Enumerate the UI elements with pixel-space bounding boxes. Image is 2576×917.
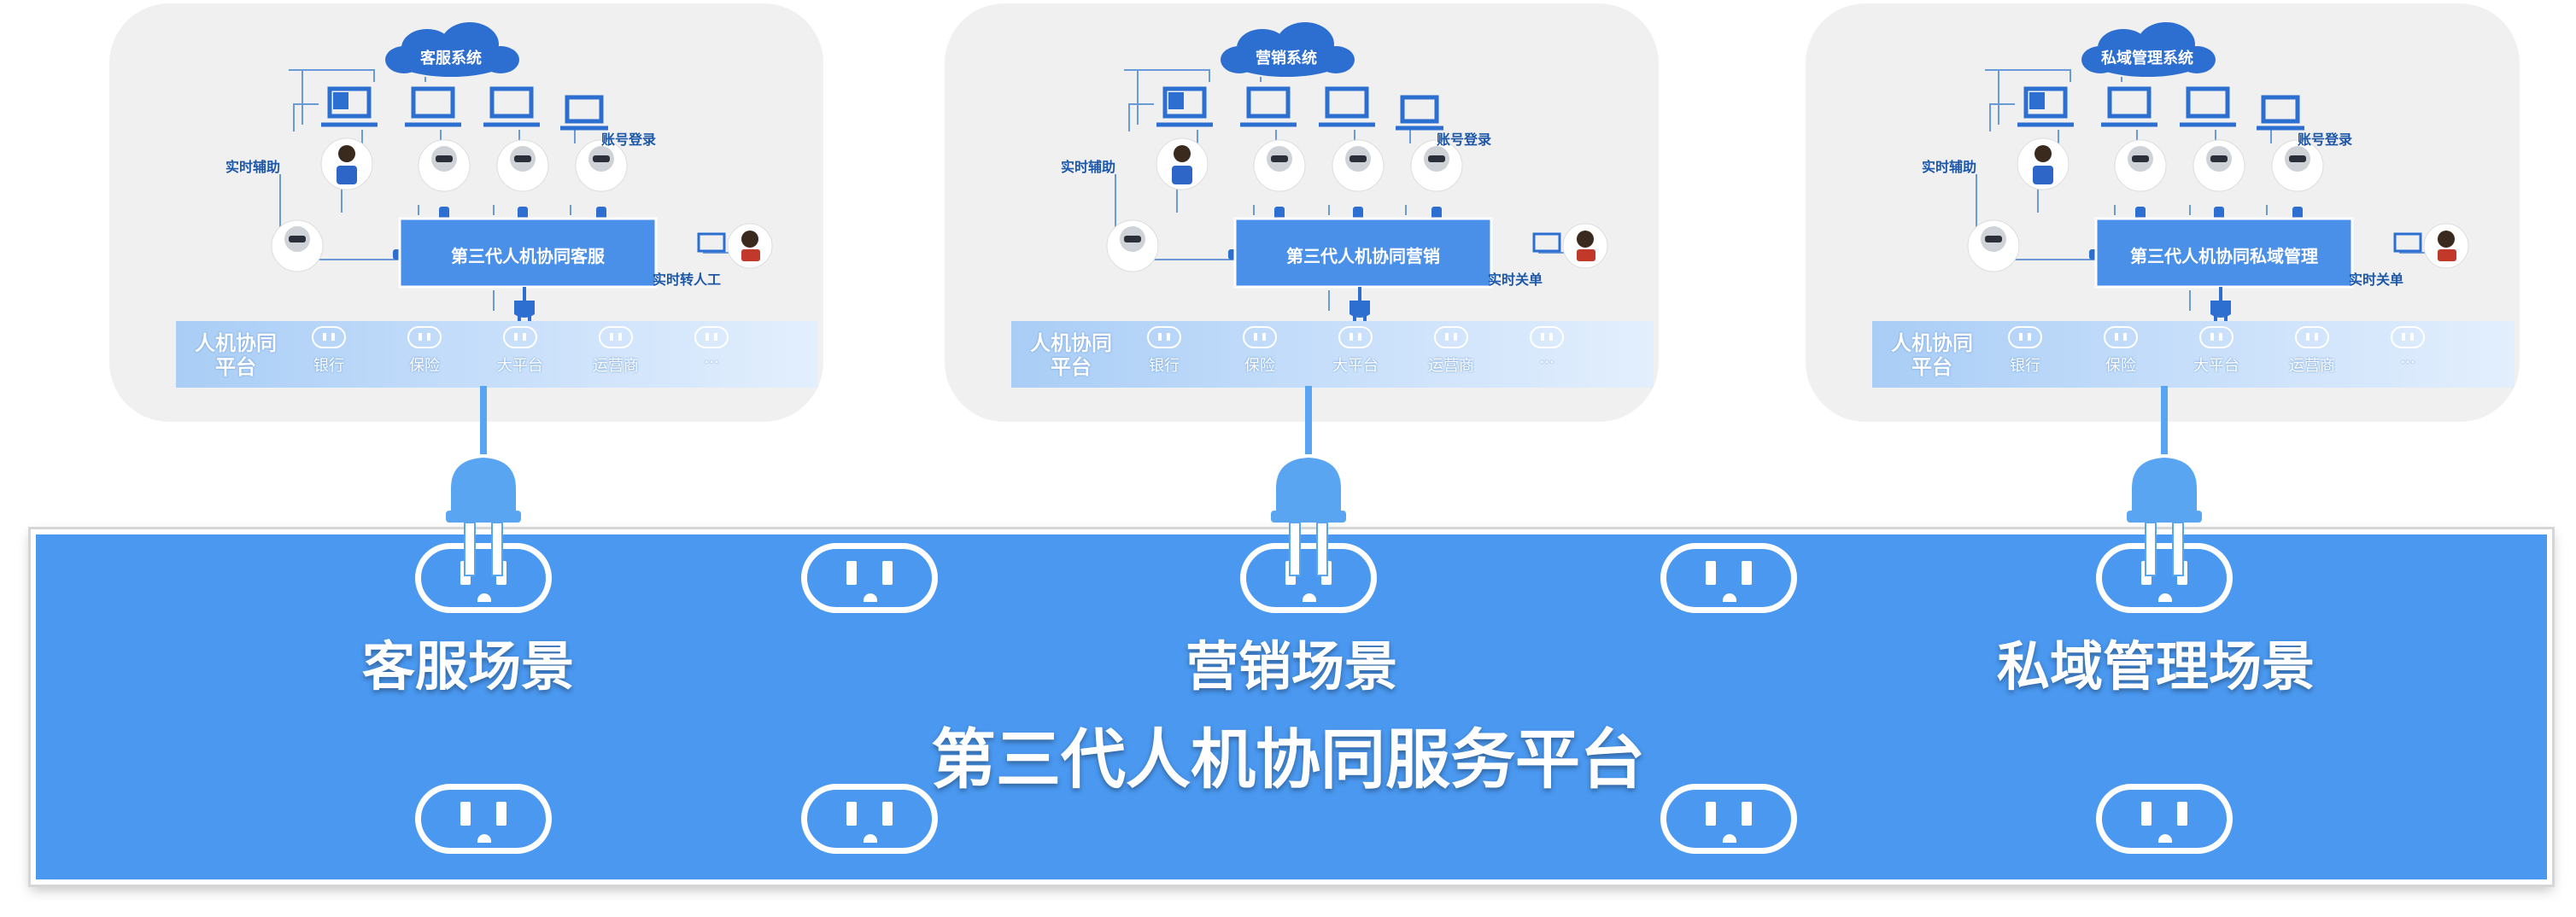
industry-item: 保险 (1244, 357, 1275, 375)
mini-socket-icon (1434, 326, 1468, 348)
plug-icon (1271, 386, 1346, 576)
socket-icon (2096, 784, 2233, 854)
mini-socket-icon (1530, 326, 1564, 348)
login-label: 账号登录 (2298, 131, 2353, 148)
plug-icon (514, 287, 535, 323)
industry-item: ··· (1539, 353, 1554, 371)
plug-icon (2210, 287, 2231, 323)
mini-socket-icon (2295, 326, 2329, 348)
mini-socket-icon (1338, 326, 1373, 348)
human-operator-icon (1532, 223, 1608, 269)
collaboration-box (398, 217, 658, 289)
platform-title: 第三代人机协同服务平台 (931, 721, 1645, 797)
login-label: 账号登录 (601, 131, 657, 148)
industry-item: 运营商 (593, 357, 639, 375)
cloud-icon (385, 22, 519, 77)
socket-icon (801, 543, 938, 613)
industry-item: 运营商 (1428, 357, 1474, 375)
transfer-label: 实时转人工 (653, 272, 722, 288)
workflow-diagram (1106, 22, 1608, 323)
industry-item: 运营商 (2289, 357, 2335, 375)
login-label: 账号登录 (1437, 131, 1492, 148)
industry-strip: 人机协同平台 银行 保险 大平台 运营商 ··· (1872, 321, 2515, 388)
assist-label: 实时辅助 (1922, 159, 1977, 175)
socket-icon (1660, 543, 1797, 613)
scene-label: 营销场景 (1185, 635, 1397, 698)
laptop-icon (321, 86, 608, 131)
cloud-icon (1221, 22, 1355, 77)
mini-socket-icon (1147, 326, 1181, 348)
workflow-diagram (1967, 22, 2469, 323)
mini-socket-icon (2391, 326, 2425, 348)
robot-icon (1967, 139, 2324, 272)
transfer-label: 实时关单 (2349, 272, 2404, 288)
mini-socket-icon (407, 326, 442, 348)
box-label: 第三代人机协同营销 (1286, 246, 1440, 266)
transfer-label: 实时关单 (1488, 272, 1543, 288)
collaboration-box (1233, 217, 1493, 289)
socket-icon (801, 784, 938, 854)
industry-item: 大平台 (497, 357, 543, 375)
box-label: 第三代人机协同客服 (451, 246, 605, 266)
industry-item: 大平台 (1332, 357, 1379, 375)
workflow-diagram (271, 22, 773, 323)
mini-socket-icon (1243, 326, 1277, 348)
scenario-panel-3: 私域管理系统 实时辅助 账号登录 第三代人机协同私域管理 实时关单 人机协同平台… (1806, 3, 2520, 422)
industry-item: 保险 (409, 357, 440, 375)
mini-socket-icon (312, 326, 346, 348)
industry-item: 保险 (2105, 357, 2136, 375)
socket-icon (415, 784, 552, 854)
cloud-icon (2081, 22, 2216, 77)
agent-avatar-icon (320, 137, 373, 190)
robot-icon (1106, 139, 1463, 272)
robot-icon (271, 139, 628, 272)
mini-socket-icon (2008, 326, 2042, 348)
socket-icon (1660, 784, 1797, 854)
mini-socket-icon (599, 326, 633, 348)
plug-icon (1349, 287, 1370, 323)
strip-title: 人机协同平台 (1030, 331, 1112, 379)
plug-icon (446, 386, 521, 576)
mini-socket-icon (2104, 326, 2138, 348)
scenario-panel-2: 营销系统 实时辅助 账号登录 第三代人机协同营销 实时关单 人机协同平台 银行 保… (945, 3, 1659, 422)
laptop-icon (2017, 86, 2304, 131)
industry-item: 大平台 (2193, 357, 2239, 375)
assist-label: 实时辅助 (1061, 159, 1116, 175)
agent-avatar-icon (1156, 137, 1209, 190)
human-operator-icon (697, 223, 773, 269)
plug-icon (2127, 386, 2202, 576)
cloud-label: 私域管理系统 (2101, 50, 2193, 67)
mini-socket-icon (2199, 326, 2234, 348)
collaboration-box (2094, 217, 2354, 289)
strip-title: 人机协同平台 (195, 331, 277, 379)
agent-avatar-icon (2017, 137, 2070, 190)
industry-item: 银行 (313, 357, 344, 375)
industry-strip: 人机协同平台 银行 保险 大平台 运营商 ··· (176, 321, 818, 388)
industry-strip: 人机协同平台 银行 保险 大平台 运营商 ··· (1011, 321, 1654, 388)
cloud-label: 客服系统 (420, 50, 482, 67)
industry-item: ··· (2400, 353, 2415, 371)
laptop-icon (1156, 86, 1443, 131)
assist-label: 实时辅助 (225, 159, 281, 175)
industry-item: 银行 (1149, 357, 1180, 375)
cloud-label: 营销系统 (1256, 50, 1317, 67)
mini-socket-icon (503, 326, 537, 348)
scene-label: 客服场景 (361, 635, 574, 698)
scenario-panel-1: 客服系统 实时辅助 账号登录 第三代人机协同客服 实时转人工 人机协同平台 银行… (109, 3, 823, 422)
box-label: 第三代人机协同私域管理 (2130, 246, 2318, 266)
industry-item: 银行 (2010, 357, 2040, 375)
industry-item: ··· (704, 353, 719, 371)
service-platform (31, 529, 2552, 885)
strip-title: 人机协同平台 (1891, 331, 1973, 379)
human-operator-icon (2393, 223, 2469, 269)
scene-label: 私域管理场景 (1996, 635, 2315, 698)
mini-socket-icon (694, 326, 729, 348)
